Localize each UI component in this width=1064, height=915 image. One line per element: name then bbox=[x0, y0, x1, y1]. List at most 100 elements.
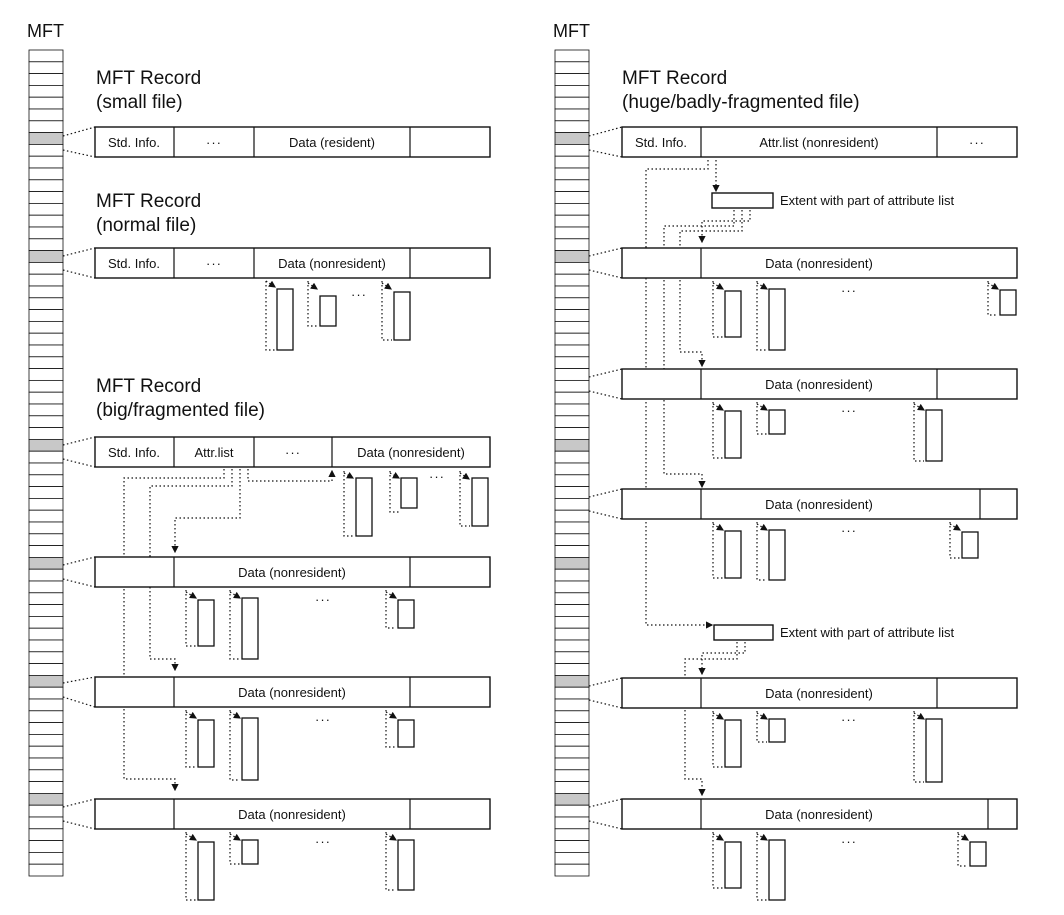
mft-slot bbox=[554, 816, 590, 830]
mft-slot bbox=[28, 191, 64, 204]
mft-slot-highlighted bbox=[28, 250, 64, 263]
data-run bbox=[197, 599, 215, 647]
mft-slot bbox=[28, 155, 64, 169]
data-run bbox=[961, 531, 979, 559]
mft-label-right: MFT bbox=[553, 21, 590, 41]
mft-slot bbox=[28, 651, 64, 664]
mft-slot bbox=[554, 261, 590, 275]
mft-slot bbox=[554, 462, 590, 476]
runs-ellipsis: ··· bbox=[841, 403, 857, 418]
record-heading-normal-line1: MFT Record bbox=[96, 191, 201, 212]
mft-slot bbox=[28, 816, 64, 830]
mft-slot bbox=[28, 757, 64, 771]
mft-slot-highlighted bbox=[28, 793, 64, 806]
mft-slot bbox=[28, 722, 64, 735]
data-run bbox=[768, 718, 786, 743]
mft-slot bbox=[554, 745, 590, 759]
mft-slot bbox=[554, 61, 590, 74]
mft-slot bbox=[554, 356, 590, 369]
mft-slot bbox=[554, 698, 590, 712]
mft-slot bbox=[28, 391, 64, 405]
runs-ellipsis: ··· bbox=[841, 283, 857, 298]
cell-data-nonresident: Data (nonresident) bbox=[238, 807, 346, 822]
runs-ellipsis: ··· bbox=[315, 592, 331, 607]
data-run bbox=[397, 719, 415, 748]
mft-slot bbox=[554, 852, 590, 865]
cell-data-nonresident: Data (nonresident) bbox=[357, 445, 465, 460]
cell-data-resident: Data (resident) bbox=[289, 135, 375, 150]
runs-ellipsis: ··· bbox=[841, 712, 857, 727]
mft-slot bbox=[554, 73, 590, 86]
mft-slot bbox=[554, 49, 590, 63]
record-data-extension-r3: Data (nonresident) ··· bbox=[588, 488, 1018, 581]
data-run bbox=[241, 839, 259, 865]
mft-slot bbox=[28, 179, 64, 193]
mft-slot bbox=[554, 120, 590, 134]
mft-slot bbox=[28, 462, 64, 476]
cell-data-nonresident: Data (nonresident) bbox=[765, 807, 873, 822]
mft-slot bbox=[554, 828, 590, 841]
mft-slot bbox=[28, 639, 64, 653]
mft-slot bbox=[28, 745, 64, 759]
runs-ellipsis: ··· bbox=[841, 834, 857, 849]
record-data-extension-r2: Data (nonresident) ··· bbox=[588, 368, 1018, 462]
extent-label: Extent with part of attribute list bbox=[780, 193, 955, 208]
mft-slot bbox=[28, 96, 64, 110]
mft-slot-highlighted bbox=[554, 132, 590, 145]
mft-slot bbox=[28, 592, 64, 605]
mft-slot bbox=[554, 403, 590, 417]
data-run bbox=[197, 841, 215, 901]
mft-slot bbox=[28, 379, 64, 393]
attribute-list-extent-2: Extent with part of attribute list bbox=[684, 624, 955, 797]
mft-slot bbox=[28, 427, 64, 440]
mft-slot bbox=[554, 533, 590, 546]
mft-slot bbox=[28, 698, 64, 712]
mft-slot bbox=[554, 85, 590, 98]
mft-slot bbox=[28, 61, 64, 74]
record-extension-2: Data (nonresident) ··· bbox=[62, 676, 491, 781]
runs-ellipsis: ··· bbox=[315, 712, 331, 727]
data-run bbox=[197, 719, 215, 768]
data-run bbox=[724, 530, 742, 579]
mft-slot bbox=[28, 828, 64, 841]
mft-slot bbox=[554, 427, 590, 440]
record-big-file: Std. Info. Attr.list ··· Data (nonreside… bbox=[62, 436, 491, 792]
mft-slot bbox=[28, 214, 64, 228]
data-run bbox=[241, 717, 259, 781]
data-run bbox=[400, 477, 418, 509]
mft-slot bbox=[28, 533, 64, 546]
mft-slot bbox=[554, 651, 590, 664]
runs-ellipsis: ··· bbox=[351, 287, 367, 302]
mft-slot bbox=[554, 734, 590, 747]
mft-slot bbox=[28, 769, 64, 782]
mft-slot bbox=[554, 604, 590, 617]
cell-ellipsis: ··· bbox=[206, 256, 222, 271]
mft-slot bbox=[28, 344, 64, 358]
mft-slot bbox=[554, 722, 590, 735]
record-extension-1: Data (nonresident) ··· bbox=[62, 556, 491, 660]
mft-slot bbox=[28, 167, 64, 181]
mft-slot bbox=[554, 568, 590, 582]
mft-slot bbox=[554, 368, 590, 381]
mft-slot bbox=[28, 415, 64, 428]
mft-table-left bbox=[28, 49, 64, 877]
data-run bbox=[724, 841, 742, 889]
data-run bbox=[393, 291, 411, 341]
cell-ellipsis: ··· bbox=[206, 135, 222, 150]
mft-slot bbox=[554, 497, 590, 511]
mft-slot bbox=[28, 521, 64, 535]
extent-label: Extent with part of attribute list bbox=[780, 625, 955, 640]
data-run bbox=[319, 295, 337, 327]
mft-slot bbox=[554, 202, 590, 216]
mft-slot bbox=[554, 226, 590, 240]
cell-data-nonresident: Data (nonresident) bbox=[238, 565, 346, 580]
runs-ellipsis: ··· bbox=[315, 834, 331, 849]
cell-attr-list: Attr.list bbox=[194, 445, 233, 460]
mft-slot bbox=[554, 521, 590, 535]
mft-slot bbox=[28, 734, 64, 747]
mft-slot bbox=[28, 486, 64, 499]
mft-label-left: MFT bbox=[27, 21, 64, 41]
mft-slot bbox=[28, 285, 64, 299]
mft-slot bbox=[28, 840, 64, 853]
cell-data-nonresident: Data (nonresident) bbox=[765, 256, 873, 271]
